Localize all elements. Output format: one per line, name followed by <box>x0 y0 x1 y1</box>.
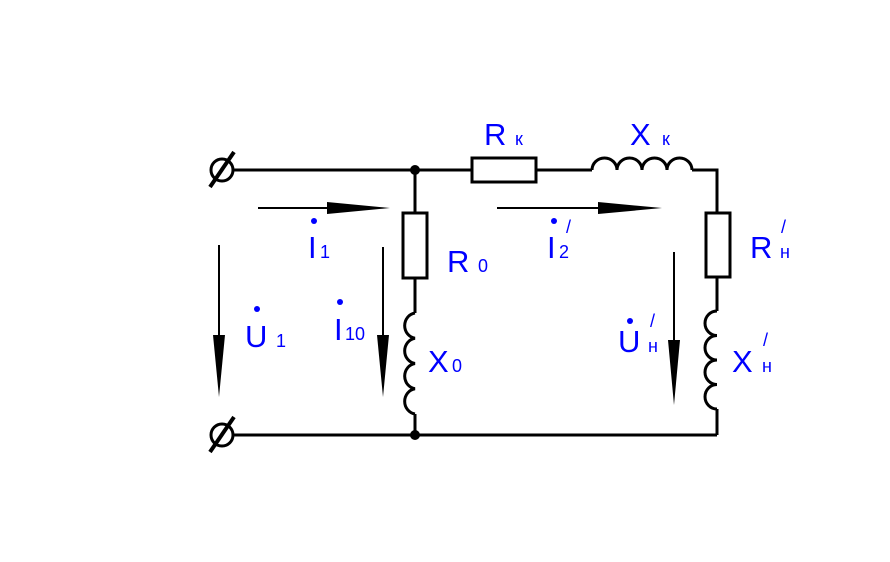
label-rk: R к <box>484 117 523 152</box>
phasor-dot <box>337 299 343 305</box>
label-main: X <box>630 117 651 152</box>
phasor-dot <box>254 306 260 312</box>
label-sub: 10 <box>345 324 365 344</box>
top-wire-right <box>692 168 719 213</box>
resistor-rk <box>470 156 538 184</box>
label-sub: 1 <box>276 331 286 351</box>
label-i1: I 1 <box>308 218 330 265</box>
label-sub: н <box>648 336 658 356</box>
label-sub: н <box>780 242 790 262</box>
label-i10: I 10 <box>334 299 365 347</box>
phasor-dot <box>551 218 557 224</box>
label-main: R <box>447 244 469 279</box>
label-main: I <box>308 230 317 265</box>
inductor-x0 <box>403 311 416 416</box>
arrow-u1 <box>213 245 225 397</box>
label-rn: R н / <box>750 217 790 265</box>
label-prime: / <box>650 311 655 331</box>
label-un: U н / <box>618 311 658 359</box>
label-sub: 1 <box>320 242 330 262</box>
label-i2: I 2 / <box>547 217 571 265</box>
label-sub: к <box>662 129 670 149</box>
inductor-xk <box>590 156 694 171</box>
arrow-i2 <box>497 202 662 214</box>
label-main: X <box>732 344 753 379</box>
phasor-dot <box>627 318 633 324</box>
arrow-un <box>668 252 680 405</box>
label-main: U <box>245 319 267 354</box>
label-xk: X к <box>630 117 670 152</box>
resistor-r0 <box>401 211 429 280</box>
label-r0: R 0 <box>447 244 488 279</box>
wires <box>234 168 719 437</box>
arrow-i10 <box>377 247 389 397</box>
label-prime: / <box>566 217 571 237</box>
label-main: R <box>750 230 772 265</box>
arrow-i1 <box>258 202 390 214</box>
inductor-xn <box>703 309 718 411</box>
resistor-rn <box>704 211 732 279</box>
junction-node-bottom <box>410 430 420 440</box>
input-terminal-bottom <box>208 415 236 454</box>
label-sub: 2 <box>559 242 569 262</box>
label-sub: 0 <box>478 256 488 276</box>
label-main: U <box>618 324 640 359</box>
label-main: R <box>484 117 506 152</box>
input-terminal-top <box>208 150 236 189</box>
phasor-dot <box>311 218 317 224</box>
label-sub: 0 <box>452 356 462 376</box>
label-sub: к <box>515 129 523 149</box>
label-xn: X н / <box>732 330 772 379</box>
label-x0: X 0 <box>428 344 462 379</box>
label-prime: / <box>781 217 786 237</box>
label-main: X <box>428 344 449 379</box>
junction-node-top <box>410 165 420 175</box>
label-sub: н <box>762 356 772 376</box>
label-prime: / <box>763 330 768 350</box>
label-main: I <box>547 230 556 265</box>
label-u1: U 1 <box>245 306 286 354</box>
label-main: I <box>334 312 343 347</box>
